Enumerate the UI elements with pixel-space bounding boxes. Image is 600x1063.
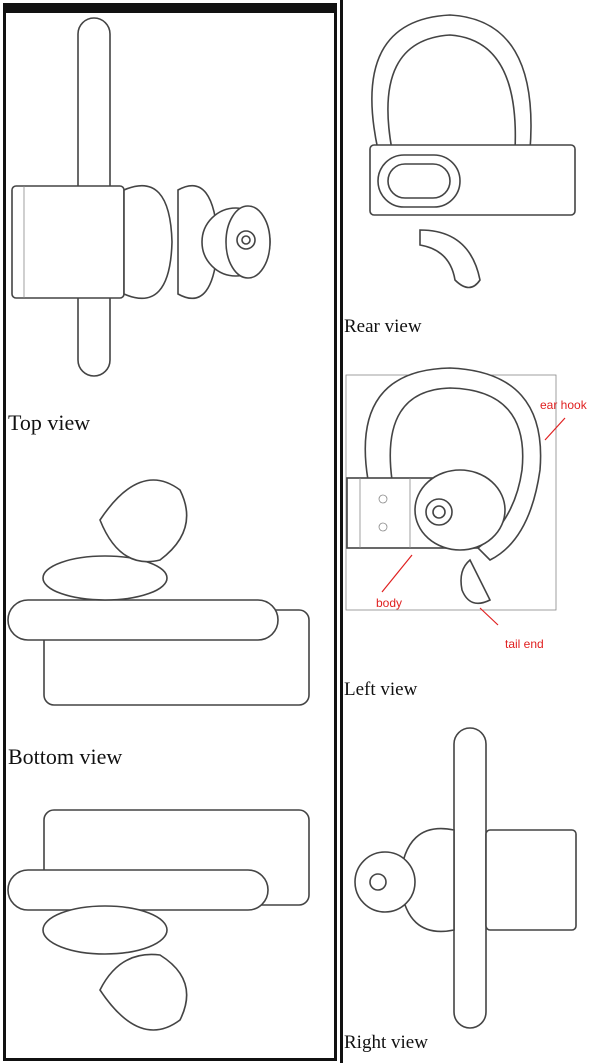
right-panel xyxy=(340,0,600,1063)
side-view-drawing xyxy=(7,809,310,1031)
body-annotation: body xyxy=(376,596,403,610)
left-view-drawing xyxy=(345,367,566,626)
left-panel xyxy=(3,3,337,1061)
rear-view-drawing xyxy=(369,14,576,289)
top-view-label: Top view xyxy=(8,410,91,435)
rear-view-label: Rear view xyxy=(344,316,422,337)
bottom-view-label: Bottom view xyxy=(8,744,123,769)
right-view-label: Right view xyxy=(344,1032,428,1053)
top-view-drawing xyxy=(11,17,271,377)
left-view-label: Left view xyxy=(344,679,418,700)
tail-end-annotation: tail end xyxy=(505,637,544,651)
right-view-drawing xyxy=(354,727,577,1029)
bottom-view-drawing xyxy=(7,479,310,706)
ear-hook-annotation: ear hook xyxy=(540,398,587,412)
